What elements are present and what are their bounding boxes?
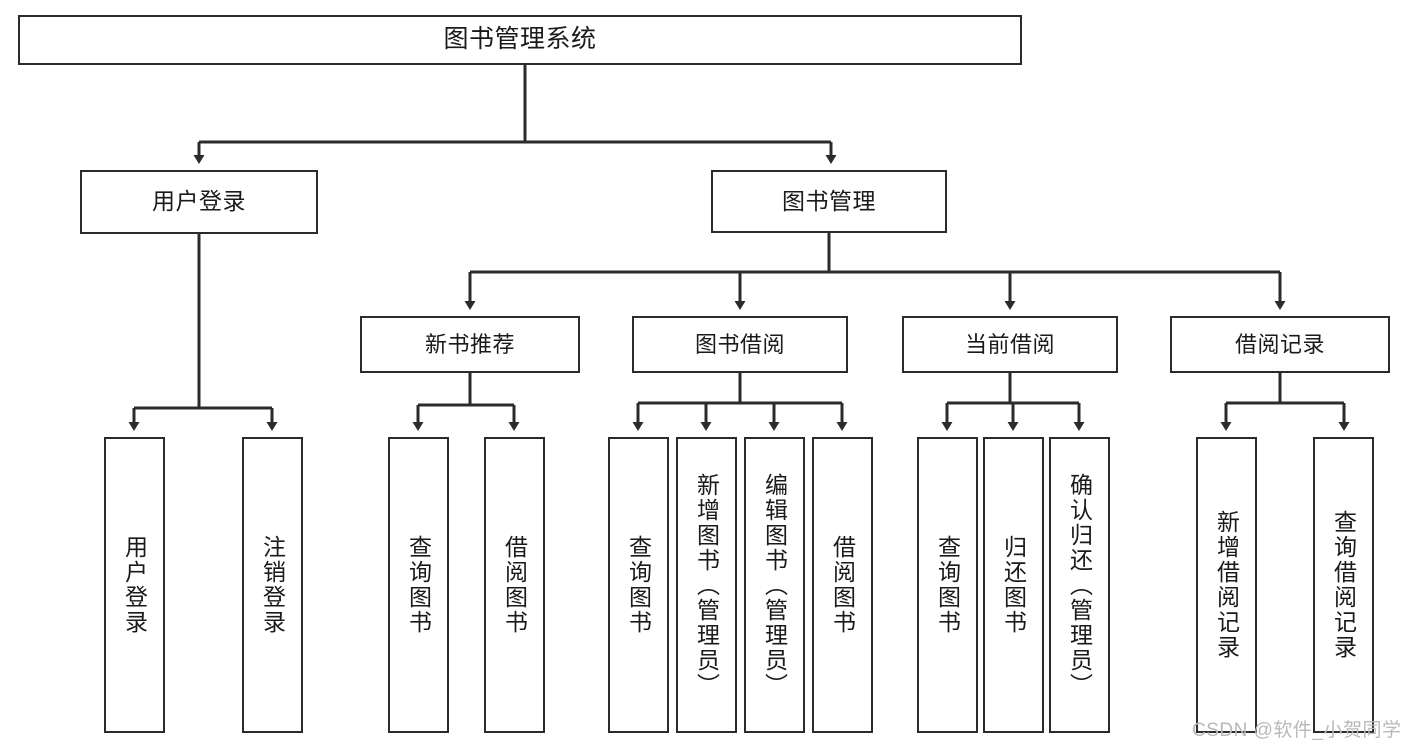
node-book-borrow-label: 图书借阅 — [694, 331, 785, 357]
node-user-login-label: 用户登录 — [152, 188, 246, 215]
leaf-query-record[interactable]: 查询借阅记录 — [1313, 437, 1374, 733]
leaf-borrow-book-1[interactable]: 借阅图书 — [484, 437, 545, 733]
node-new-book-recommend-label: 新书推荐 — [424, 331, 515, 357]
leaf-logout[interactable]: 注销登录 — [242, 437, 303, 733]
csdn-watermark: CSDN @软件_小贺同学 — [1192, 720, 1402, 741]
node-book-borrow[interactable]: 图书借阅 — [632, 316, 848, 373]
node-root-label: 图书管理系统 — [443, 25, 597, 54]
leaf-borrow-book-1-label: 借阅图书 — [501, 535, 528, 635]
leaf-logout-label: 注销登录 — [259, 535, 286, 635]
leaf-query-book-3-label: 查询图书 — [934, 535, 961, 635]
leaf-query-book-2[interactable]: 查询图书 — [608, 437, 669, 733]
leaf-return-book[interactable]: 归还图书 — [983, 437, 1044, 733]
leaf-query-book-1-label: 查询图书 — [405, 535, 432, 635]
leaf-edit-book-label: 编辑图书（管理员） — [761, 472, 788, 698]
leaf-add-book-label: 新增图书（管理员） — [693, 472, 720, 698]
node-borrow-record-label: 借阅记录 — [1234, 331, 1325, 357]
leaf-confirm-return-label: 确认归还（管理员） — [1066, 472, 1093, 698]
leaf-add-book[interactable]: 新增图书（管理员） — [676, 437, 737, 733]
leaf-query-book-1[interactable]: 查询图书 — [388, 437, 449, 733]
leaf-user-login[interactable]: 用户登录 — [104, 437, 165, 733]
leaf-borrow-book-2-label: 借阅图书 — [829, 535, 856, 635]
leaf-return-book-label: 归还图书 — [1000, 535, 1027, 635]
leaf-borrow-book-2[interactable]: 借阅图书 — [812, 437, 873, 733]
leaf-query-record-label: 查询借阅记录 — [1330, 510, 1357, 660]
node-root[interactable]: 图书管理系统 — [18, 15, 1022, 65]
leaf-add-record-label: 新增借阅记录 — [1213, 510, 1240, 660]
node-current-borrow-label: 当前借阅 — [964, 331, 1055, 357]
node-user-login[interactable]: 用户登录 — [80, 170, 318, 234]
leaf-edit-book[interactable]: 编辑图书（管理员） — [744, 437, 805, 733]
leaf-confirm-return[interactable]: 确认归还（管理员） — [1049, 437, 1110, 733]
leaf-query-book-2-label: 查询图书 — [625, 535, 652, 635]
node-new-book-recommend[interactable]: 新书推荐 — [360, 316, 580, 373]
node-borrow-record[interactable]: 借阅记录 — [1170, 316, 1390, 373]
node-current-borrow[interactable]: 当前借阅 — [902, 316, 1118, 373]
node-book-manage-label: 图书管理 — [782, 187, 876, 214]
leaf-user-login-label: 用户登录 — [121, 535, 148, 635]
node-book-manage[interactable]: 图书管理 — [711, 170, 947, 233]
leaf-add-record[interactable]: 新增借阅记录 — [1196, 437, 1257, 733]
leaf-query-book-3[interactable]: 查询图书 — [917, 437, 978, 733]
